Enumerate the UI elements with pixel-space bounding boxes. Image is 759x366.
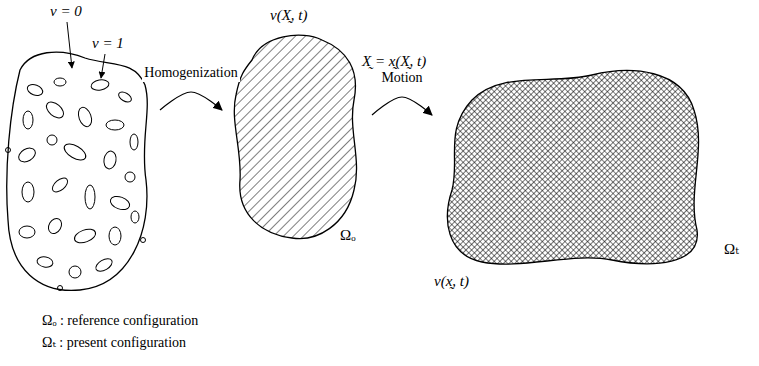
shape-outline bbox=[222, 0, 372, 250]
body-label: ν(x̰, t) bbox=[434, 272, 469, 290]
heterogeneous-body: ν = 0 ν = 1 bbox=[0, 0, 160, 300]
body-outline bbox=[447, 71, 698, 265]
body-label: Ωₜ bbox=[724, 240, 739, 258]
homogenized-body: ν(X̰, t) Ωₒ bbox=[222, 0, 372, 250]
configuration-note: Ωₒ : reference configuration bbox=[42, 312, 198, 330]
transform-arrow bbox=[372, 97, 432, 115]
body-label: ν = 0 bbox=[50, 2, 82, 20]
body-outline bbox=[7, 52, 148, 290]
leader-line bbox=[101, 54, 105, 78]
body-label: ν(X̰, t) bbox=[270, 6, 307, 24]
configuration-note: Ωₜ : present configuration bbox=[42, 334, 186, 352]
inclusions bbox=[6, 78, 146, 291]
process-label: Homogenization bbox=[142, 64, 239, 82]
deformed-body: Ωₜ ν(x̰, t) bbox=[432, 40, 759, 292]
process-label: Motion bbox=[379, 69, 424, 87]
body-label: Ωₒ bbox=[340, 226, 355, 244]
body-label: ν = 1 bbox=[92, 34, 124, 52]
body-outline bbox=[234, 35, 356, 238]
leader-line bbox=[67, 22, 72, 68]
motion-equation: X̰ = x̰(X̰, t) bbox=[362, 52, 426, 70]
shape-outline bbox=[432, 40, 759, 292]
transform-arrow bbox=[160, 92, 222, 110]
shape-outline bbox=[0, 0, 160, 300]
